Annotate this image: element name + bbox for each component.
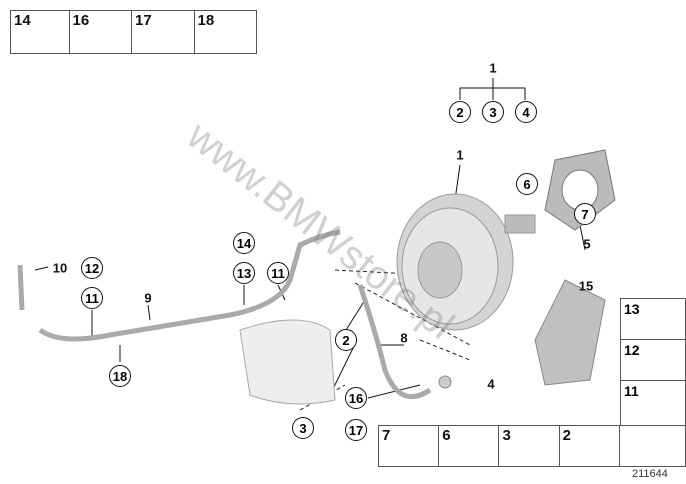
strip-cell: 3 [499, 426, 560, 466]
label: 9 [144, 290, 152, 306]
group-tree-lines [459, 78, 526, 100]
label: 10 [52, 260, 68, 276]
strip-cell: 13 [621, 299, 685, 340]
vacuum-lines [17, 229, 432, 400]
part-number: 18 [197, 12, 215, 29]
callout: 11 [81, 287, 103, 309]
callout: 3 [482, 101, 504, 123]
callout: 12 [81, 257, 103, 279]
label-group: 1 [489, 60, 497, 76]
part-number: 2 [562, 427, 571, 444]
part-number: 11 [624, 383, 639, 399]
part-number: 17 [135, 12, 152, 29]
arrow-cell [620, 426, 685, 466]
bracket [534, 279, 606, 386]
strip-cell: 14 [11, 11, 70, 53]
part-number: 7 [382, 427, 391, 444]
top-parts-strip: 14 16 17 18 [10, 10, 257, 54]
label: 1 [456, 147, 464, 163]
callout: 13 [233, 262, 255, 284]
strip-cell: 16 [70, 11, 133, 53]
callout: 2 [335, 329, 357, 351]
strip-cell: 18 [195, 11, 256, 53]
side-parts-strip: 13 12 11 [620, 298, 686, 426]
diagram-number: 211644 [632, 468, 668, 480]
gasket [544, 149, 616, 231]
part-number: 3 [502, 427, 511, 444]
callout: 4 [515, 101, 537, 123]
part-number: 6 [442, 427, 451, 444]
strip-cell: 11 [621, 381, 685, 421]
label: 15 [578, 278, 594, 294]
callout: 3 [292, 417, 314, 439]
strip-cell: 17 [132, 11, 195, 53]
callout: 16 [345, 387, 367, 409]
strip-cell: 12 [621, 340, 685, 381]
label: 8 [400, 330, 408, 346]
part-number: 13 [624, 301, 640, 317]
bottom-parts-strip: 7 6 3 2 [378, 425, 686, 467]
callout: 17 [345, 419, 367, 441]
nut [438, 375, 452, 389]
part-number: 16 [72, 12, 90, 29]
label: 5 [583, 236, 591, 252]
callout: 14 [233, 232, 255, 254]
strip-cell: 6 [439, 426, 500, 466]
strip-cell: 2 [560, 426, 620, 466]
part-number: 12 [624, 342, 640, 358]
label: 4 [487, 376, 495, 392]
callout: 2 [449, 101, 471, 123]
part-number: 14 [14, 12, 31, 29]
brake-booster [396, 193, 536, 331]
callout: 18 [109, 365, 131, 387]
callout: 11 [267, 262, 289, 284]
callout: 6 [516, 173, 538, 195]
reservoir [239, 319, 336, 405]
strip-cell: 7 [379, 426, 440, 466]
callout: 7 [574, 203, 596, 225]
